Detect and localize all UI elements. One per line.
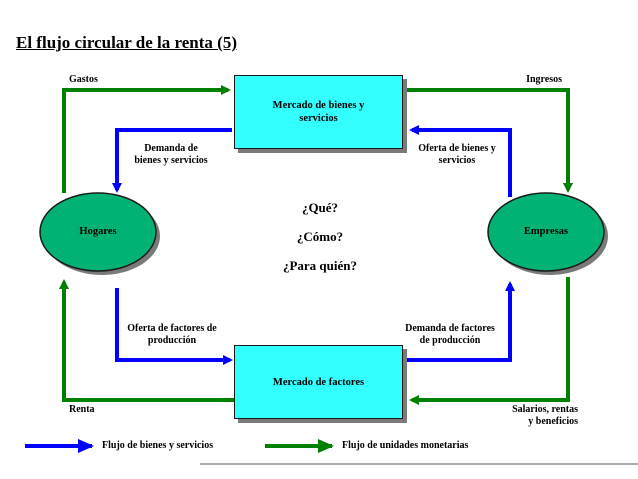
label-wages: Salarios, rentas y beneficios xyxy=(488,404,578,428)
label-factor-supply-line1: Oferta de factores de xyxy=(127,323,217,334)
arrow-goods-demand xyxy=(112,128,232,193)
arrow-rent xyxy=(59,279,236,402)
page-title: El flujo circular de la renta (5) xyxy=(16,33,237,52)
label-goods-demand-line2: bienes y servicios xyxy=(134,155,208,166)
arrow-wages xyxy=(409,277,570,405)
question-how: ¿Cómo? xyxy=(296,229,344,244)
question-what: ¿Qué? xyxy=(301,200,339,215)
arrow-factor-demand xyxy=(405,281,515,362)
households-node xyxy=(39,192,157,272)
arrow-factor-supply xyxy=(115,288,233,365)
firms-label: Empresas xyxy=(523,226,569,237)
label-rent: Renta xyxy=(69,404,95,415)
label-spending: Gastos xyxy=(69,74,98,85)
goods-market-label: Mercado de bienes y servicios xyxy=(272,100,365,124)
label-wages-line2: y beneficios xyxy=(528,416,578,427)
question-for-whom: ¿Para quién? xyxy=(282,258,358,273)
label-goods-supply-line2: servicios xyxy=(438,155,476,166)
arrow-spending xyxy=(62,85,231,193)
label-factor-demand: Demanda de factores de producción xyxy=(392,323,508,347)
arrow-revenue xyxy=(405,88,573,193)
label-goods-supply: Oferta de bienes y servicios xyxy=(402,143,512,167)
households-label: Hogares xyxy=(79,226,117,237)
factor-market-box: Mercado de factores xyxy=(234,345,403,419)
label-revenue: Ingresos xyxy=(526,74,562,85)
goods-market-box: Mercado de bienes y servicios xyxy=(234,75,403,149)
label-wages-line1: Salarios, rentas xyxy=(512,404,578,415)
label-factor-demand-line1: Demanda de factores xyxy=(405,323,495,334)
factor-market-label: Mercado de factores xyxy=(272,376,365,388)
label-goods-supply-line1: Oferta de bienes y xyxy=(418,143,496,154)
label-goods-demand-line1: Demanda de xyxy=(144,143,198,154)
label-factor-supply: Oferta de factores de producción xyxy=(112,323,232,347)
firms-node xyxy=(487,192,605,272)
arrow-goods-supply xyxy=(409,125,512,197)
legend-money-flow: Flujo de unidades monetarias xyxy=(342,440,469,451)
legend-goods-flow: Flujo de bienes y servicios xyxy=(102,440,214,451)
label-factor-demand-line2: de producción xyxy=(419,335,481,346)
label-goods-demand: Demanda de bienes y servicios xyxy=(118,143,224,167)
label-factor-supply-line2: producción xyxy=(147,335,197,346)
